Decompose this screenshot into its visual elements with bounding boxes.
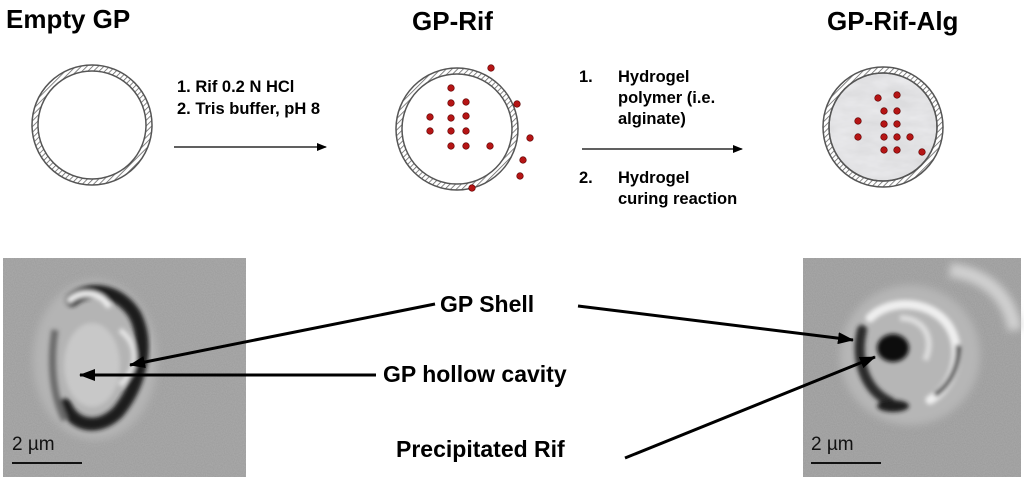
gp-rif-alg-particle (822, 66, 944, 188)
step2-item2-number: 2. (579, 169, 593, 187)
empty-gp-particle (31, 64, 153, 186)
micrograph-right (803, 258, 1022, 477)
rif-dots-in-gel (854, 91, 926, 156)
micrograph-left (3, 258, 246, 477)
title-empty-gp: Empty GP (6, 4, 131, 34)
label-gp-shell: GP Shell (440, 291, 535, 317)
rif-dots-inside (426, 84, 494, 150)
gp-rif-particle (395, 64, 534, 192)
title-gp-rif: GP-Rif (412, 6, 493, 36)
scale-label-right: 2 µm (811, 434, 854, 455)
label-precipitated-rif: Precipitated Rif (396, 436, 565, 462)
step2-item2-line2: curing reaction (618, 190, 738, 208)
label-gp-hollow-cavity: GP hollow cavity (383, 361, 567, 387)
arrow-gp-shell-left (129, 302, 436, 368)
step2-item1-line2: polymer (i.e. (618, 89, 716, 107)
arrow-gp-shell-right (577, 304, 854, 345)
step2-item1-line3: alginate) (618, 110, 686, 128)
rif-dots-on-shell (468, 64, 521, 192)
step2-item2-line1: Hydrogel (618, 169, 690, 187)
step2-item1-line1: Hydrogel (618, 68, 690, 86)
rif-dots-outside (516, 134, 534, 180)
step1-line2: 2. Tris buffer, pH 8 (177, 100, 321, 118)
step1-line1: 1. Rif 0.2 N HCl (177, 78, 295, 96)
arrow-precipitated-rif (624, 355, 876, 460)
step2-item1-number: 1. (579, 68, 593, 86)
scale-label-left: 2 µm (12, 434, 55, 455)
title-gp-rif-alg: GP-Rif-Alg (827, 6, 959, 36)
